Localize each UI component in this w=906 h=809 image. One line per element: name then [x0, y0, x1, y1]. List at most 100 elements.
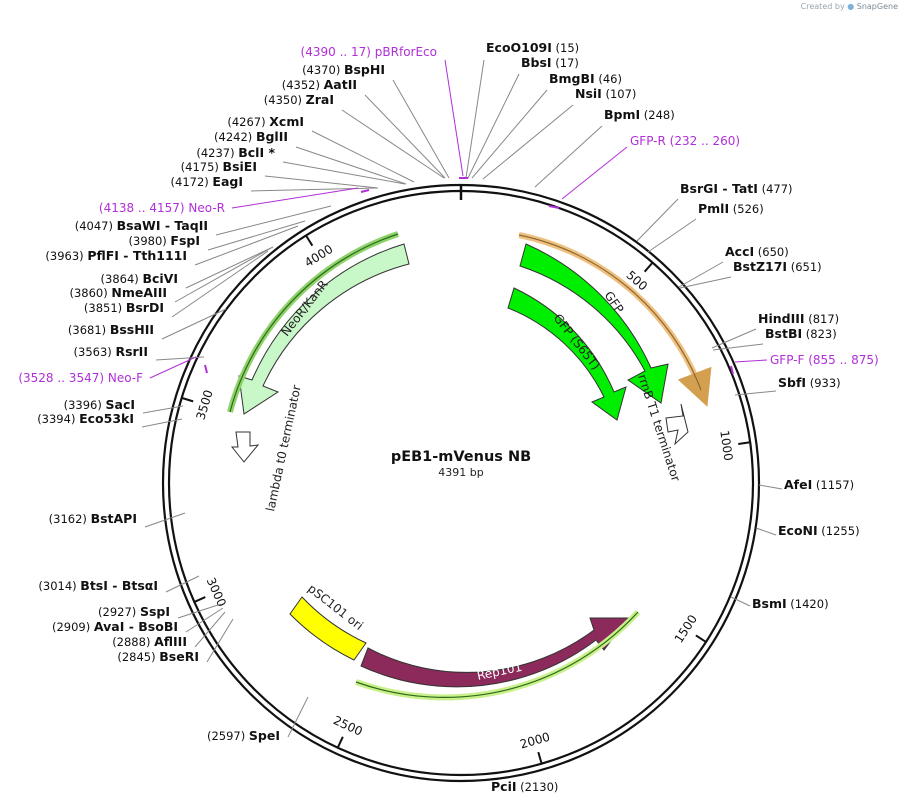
enzyme-name: BstAPI — [91, 511, 137, 526]
backbone-outer — [161, 183, 761, 783]
psc101-ori-feature — [289, 596, 367, 661]
tick-mark — [695, 634, 707, 643]
enzyme-position: (248) — [640, 108, 675, 122]
enzyme-name: SpeI — [249, 728, 280, 743]
leader-line — [758, 484, 783, 490]
enzyme-name: BseRI — [159, 649, 199, 664]
leader-line — [142, 405, 184, 414]
enzyme-label: (3851) BsrDI — [84, 300, 164, 315]
enzyme-label: (3681) BssHII — [68, 322, 154, 337]
enzyme-name: BsaWI — [117, 218, 161, 233]
enzyme-label: (3864) BciVI — [101, 271, 178, 286]
enzyme-label: AccI (650) — [725, 244, 789, 259]
enzyme-label: BpmI (248) — [604, 107, 675, 122]
rrnb-t1-terminator-arrow — [665, 403, 689, 446]
enzyme-label: (3860) NmeAIII — [70, 285, 168, 300]
leader-line — [207, 220, 306, 251]
tick-label: 1000 — [717, 430, 735, 462]
primer-leader — [734, 359, 768, 363]
enzyme-label: (3563) RsrII — [74, 344, 148, 359]
leader-line — [171, 250, 269, 318]
primer-name: Neo-R — [188, 201, 225, 215]
enzyme-dash: - — [108, 578, 122, 593]
enzyme-label: (3162) BstAPI — [49, 511, 137, 526]
primer-label: (4390 .. 17) pBRforEco — [301, 45, 437, 59]
enzyme-position: (3681) — [68, 323, 110, 337]
leader-line — [174, 247, 272, 303]
neor-orf-arc-core — [229, 233, 399, 413]
enzyme-label: BstBI (823) — [765, 326, 837, 341]
enzyme-position: (4267) — [227, 115, 269, 129]
enzyme-name: XcmI — [269, 114, 304, 129]
enzyme-dash: - — [718, 181, 732, 196]
enzyme-position: (15) — [552, 41, 579, 55]
leader-line — [465, 59, 485, 179]
enzyme-position: (4175) — [181, 160, 223, 174]
tick-label: 3500 — [193, 388, 215, 421]
leader-line — [185, 246, 274, 289]
leader-line — [364, 94, 446, 179]
enzyme-position: (4172) — [171, 175, 213, 189]
enzyme-position: (3396) — [64, 398, 106, 412]
tick-mark — [305, 234, 314, 247]
enzyme-name: EcoO109I — [486, 40, 552, 55]
enzyme-position: (2909) — [52, 620, 94, 634]
primer-label: GFP-F (855 .. 875) — [770, 353, 879, 367]
enzyme-label: (4370) BspHI — [302, 62, 385, 77]
enzyme-position: (2927) — [98, 605, 140, 619]
enzyme-label: (3394) Eco53kI — [37, 411, 134, 426]
enzyme-name: BsiEI — [223, 159, 257, 174]
enzyme-label: BstZ17I (651) — [733, 259, 822, 274]
enzyme-position: (3563) — [74, 345, 116, 359]
enzyme-label: BsmI (1420) — [752, 596, 829, 611]
leader-line — [392, 79, 450, 179]
enzyme-label: HindIII (817) — [758, 311, 839, 326]
enzyme-position: (477) — [758, 182, 793, 196]
enzyme-position: (4242) — [214, 130, 256, 144]
tick-mark — [738, 441, 751, 445]
enzyme-name-2: TatI — [732, 181, 758, 196]
primer-label: GFP-R (232 .. 260) — [630, 134, 740, 148]
enzyme-name: AflIII — [154, 634, 187, 649]
enzyme-position: (817) — [805, 312, 840, 326]
leader-line — [177, 603, 222, 619]
rep101-feature — [360, 617, 629, 688]
tick-mark — [193, 596, 206, 603]
primer-label: (3528 .. 3547) Neo-F — [18, 371, 143, 385]
leader-line — [678, 261, 724, 288]
enzyme-label: (2927) SspI — [98, 604, 170, 619]
leader-line — [467, 73, 520, 179]
leader-line — [755, 527, 777, 536]
enzyme-name: SacI — [106, 397, 136, 412]
enzyme-position: (17) — [552, 56, 579, 70]
enzyme-name: FspI — [170, 233, 200, 248]
enzyme-name: AccI — [725, 244, 754, 259]
tick-mark — [643, 261, 654, 273]
enzyme-name: BspHI — [344, 62, 385, 77]
enzyme-label: (3396) SacI — [64, 397, 135, 412]
enzyme-label: SbfI (933) — [778, 375, 841, 390]
gfp-orf-arc-core — [518, 234, 702, 391]
enzyme-position: (823) — [802, 327, 837, 341]
tick-label: 2500 — [331, 713, 365, 739]
enzyme-name: NmeAIII — [111, 285, 167, 300]
primer-leader — [149, 356, 197, 379]
enzyme-name: BsmI — [752, 596, 787, 611]
enzyme-name: RsrII — [115, 344, 148, 359]
leader-line — [711, 328, 757, 349]
enzyme-name: SbfI — [778, 375, 806, 390]
enzyme-position: (3014) — [38, 579, 80, 593]
tick-label: 3000 — [204, 575, 229, 609]
enzyme-name: EagI — [212, 174, 243, 189]
tick-mark — [336, 736, 344, 749]
primer-mark-gfp-r — [548, 205, 560, 209]
enzyme-name: BbsI — [521, 55, 552, 70]
enzyme-name: BglII — [256, 129, 288, 144]
enzyme-position: (3864) — [101, 272, 143, 286]
primer-name: pBRforEco — [375, 45, 437, 59]
neor-kanr-feature — [238, 243, 410, 415]
primer-leader — [444, 59, 464, 177]
enzyme-name: PflFI — [87, 248, 119, 263]
plasmid-size: 4391 bp — [438, 466, 483, 479]
snapgene-credit: Created by ● SnapGene — [801, 2, 898, 11]
